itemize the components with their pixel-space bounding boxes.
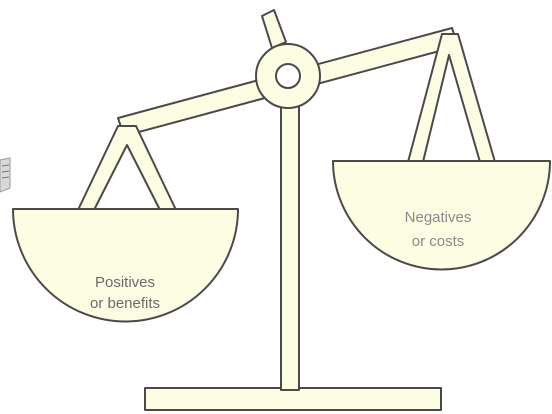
left-pan-label-line2: or benefits <box>90 295 160 312</box>
right-pan-label-line1: Negatives <box>405 209 472 226</box>
edge-artifact-icon <box>0 157 11 193</box>
left-pan <box>12 208 239 323</box>
scale-top-knob <box>261 9 287 49</box>
left-pan-label-line1: Positives <box>95 274 155 291</box>
scale-pivot-hole <box>275 63 301 89</box>
left-pan-hanger <box>77 125 177 211</box>
scale-base <box>144 387 442 411</box>
right-pan <box>332 160 551 271</box>
right-pan-label-line2: or costs <box>412 233 465 250</box>
scale-pillar <box>280 87 300 391</box>
